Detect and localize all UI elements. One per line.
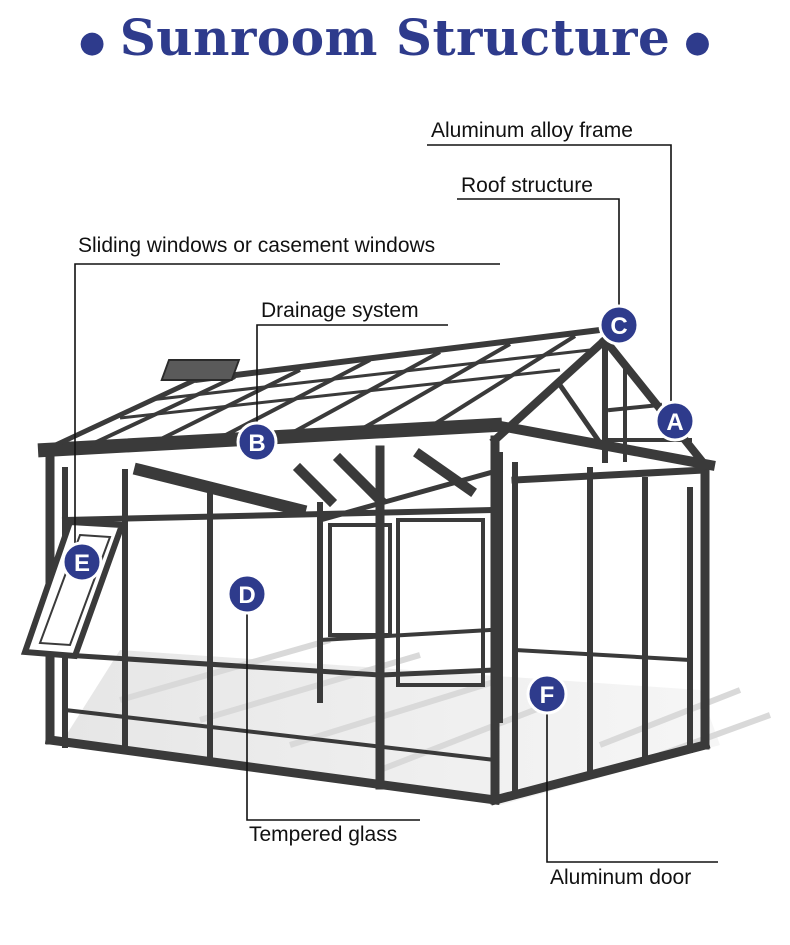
- label-sliding-windows: Sliding windows or casement windows: [78, 234, 436, 257]
- marker-f-label: F: [540, 682, 555, 709]
- leader-tempered-glass: [246, 612, 420, 821]
- leader-aluminum-door: [546, 712, 718, 863]
- marker-d: D: [226, 573, 268, 615]
- title-text: Sunroom Structure: [119, 8, 671, 67]
- leader-roof-structure: [457, 198, 620, 308]
- awning-window: [20, 518, 127, 660]
- label-roof-structure: Roof structure: [461, 174, 593, 197]
- label-drainage-system: Drainage system: [261, 299, 419, 322]
- marker-e: E: [61, 541, 103, 583]
- label-tempered-glass: Tempered glass: [249, 823, 398, 846]
- title-bullet-right: ●: [684, 24, 711, 60]
- title-bullet-left: ●: [79, 24, 106, 60]
- marker-d-label: D: [238, 582, 255, 609]
- roof-structure: [43, 327, 601, 453]
- marker-f: F: [526, 673, 568, 715]
- marker-e-label: E: [74, 550, 90, 577]
- marker-c: C: [598, 304, 640, 346]
- page-title: ● Sunroom Structure ●: [0, 8, 790, 67]
- marker-a-label: A: [666, 409, 683, 436]
- leader-sliding-windows: [74, 263, 500, 545]
- marker-b: B: [236, 421, 278, 463]
- marker-c-label: C: [610, 313, 627, 340]
- leader-drainage: [256, 324, 448, 425]
- leader-aluminum-frame: [427, 144, 672, 405]
- marker-b-label: B: [248, 430, 265, 457]
- marker-a: A: [654, 400, 696, 442]
- label-aluminum-alloy-frame: Aluminum alloy frame: [431, 119, 633, 142]
- leader-lines: [74, 144, 718, 863]
- label-aluminum-door: Aluminum door: [550, 866, 692, 889]
